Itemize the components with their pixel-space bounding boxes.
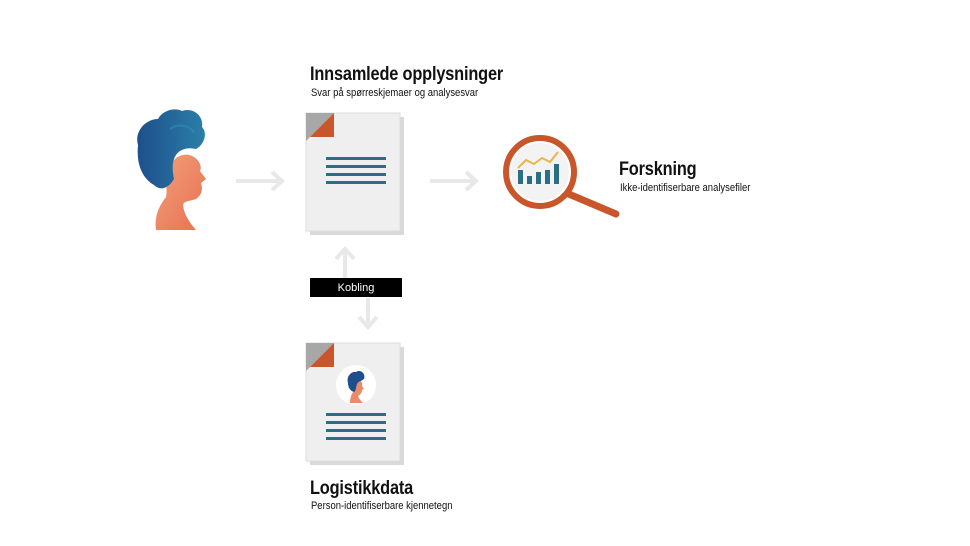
arrow-up-icon (334, 246, 356, 278)
logistics-title: Logistikkdata (310, 478, 414, 499)
arrow-right-icon (430, 170, 479, 192)
collected-subtitle: Svar på spørreskjemaer og analysesvar (311, 87, 479, 99)
research-subtitle: Ikke-identifiserbare analysefiler (620, 182, 751, 194)
profile-document-icon (305, 342, 404, 465)
arrow-down-icon (357, 298, 379, 330)
link-label: Kobling (310, 278, 402, 297)
magnifier-chart-icon (503, 135, 620, 218)
collected-title: Innsamlede opplysninger (310, 64, 504, 85)
research-title: Forskning (619, 159, 697, 180)
document-icon (305, 112, 404, 235)
logistics-subtitle: Person-identifiserbare kjennetegn (311, 500, 453, 512)
person-icon (137, 109, 206, 230)
arrow-right-icon (236, 170, 285, 192)
